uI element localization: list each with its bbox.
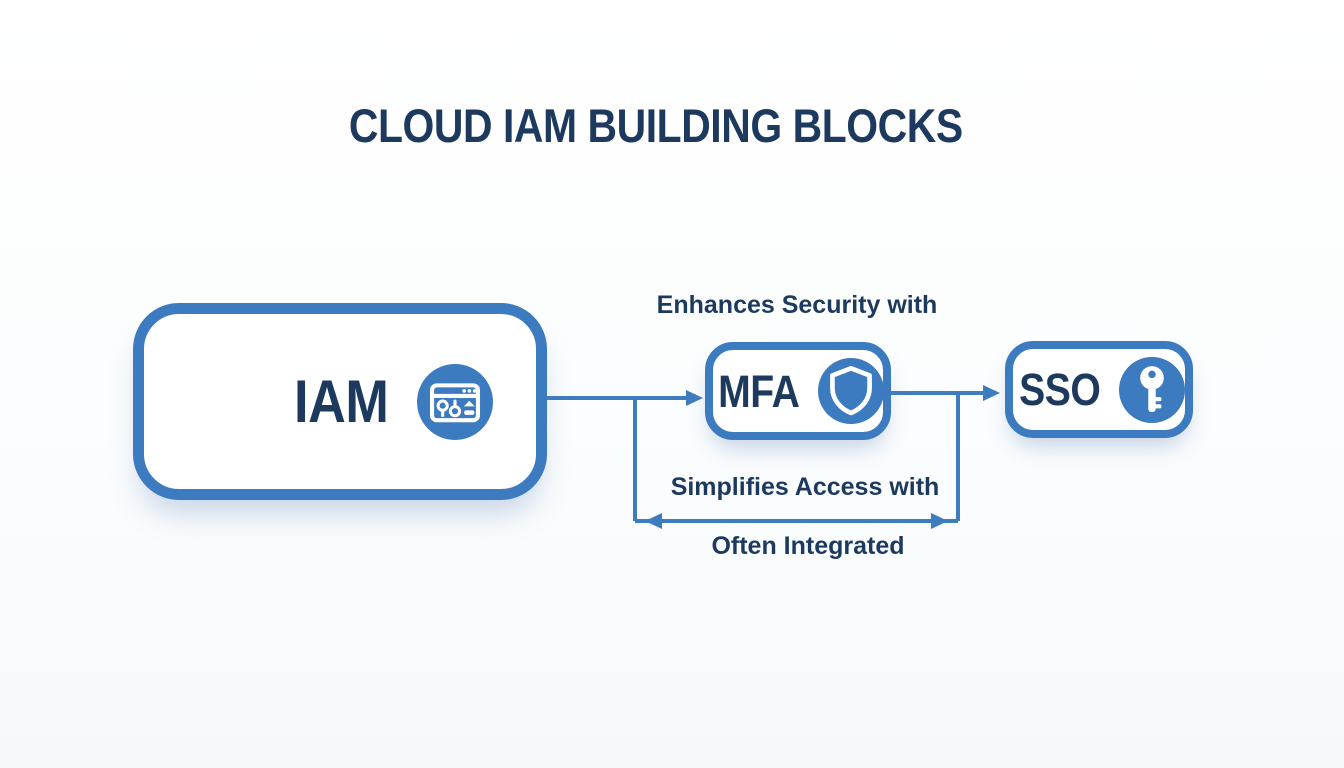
arrowhead-bottom-left	[645, 513, 662, 529]
shield-icon	[818, 358, 885, 424]
arrowhead-bottom-right	[931, 513, 948, 529]
key-icon	[1119, 356, 1186, 423]
edge-label-often-integrated: Often Integrated	[711, 532, 905, 560]
settings-panel-icon	[417, 363, 494, 440]
node-iam-label: IAM	[293, 367, 389, 435]
node-mfa-label: MFA	[717, 365, 800, 417]
edge-label-enhances-security: Enhances Security with	[656, 291, 938, 319]
edge-label-simplifies-access: Simplifies Access with	[670, 473, 940, 501]
node-sso: SSO	[1005, 341, 1193, 438]
arrowhead-to-sso	[983, 385, 1000, 401]
node-sso-label: SSO	[1018, 364, 1101, 415]
node-mfa: MFA	[705, 342, 891, 440]
page-title-text: CLOUD IAM BUILDING BLOCKS	[349, 99, 963, 152]
node-iam: IAM	[133, 303, 547, 500]
page-title: CLOUD IAM BUILDING BLOCKS	[0, 98, 1312, 153]
arrowhead-to-mfa	[686, 390, 703, 406]
